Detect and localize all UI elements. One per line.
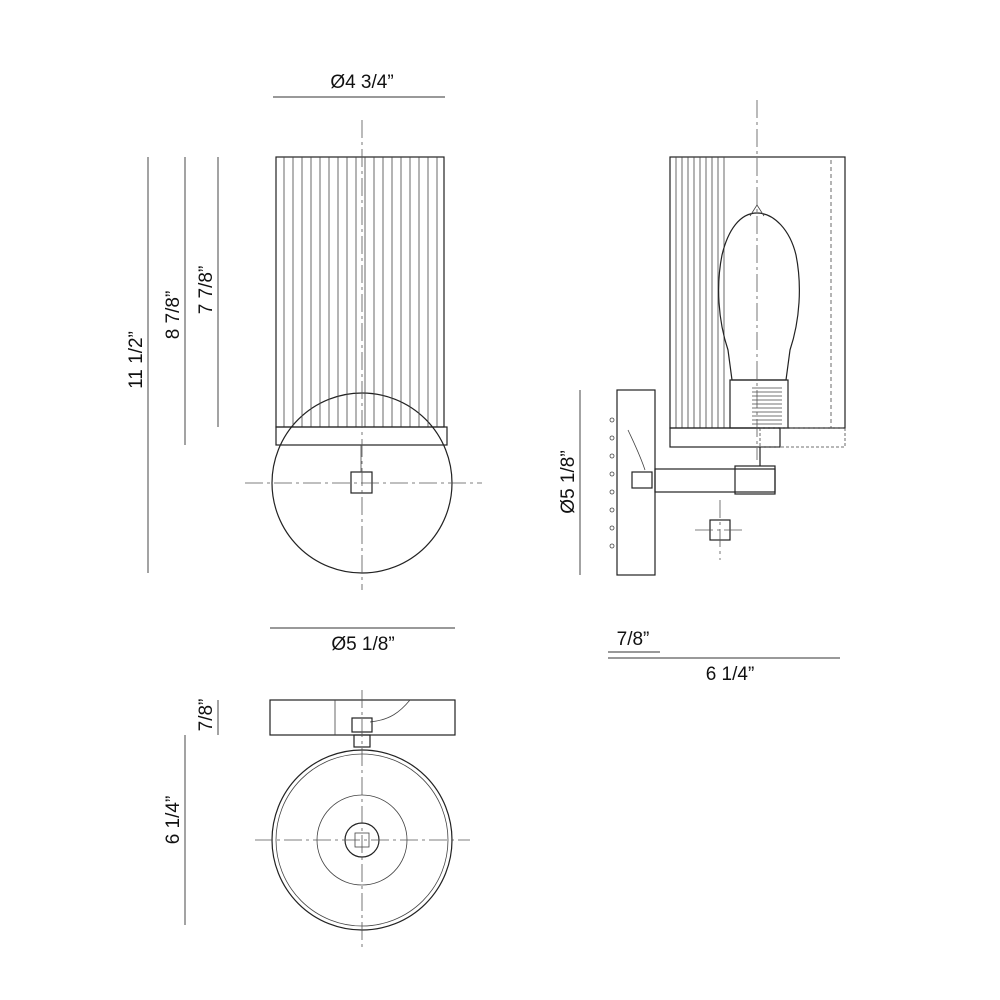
- bulb-icon: [718, 212, 800, 381]
- side-backplate: [616, 389, 656, 576]
- front-shade-ribs: [283, 157, 438, 427]
- band-height-label: 8 7/8”: [163, 291, 184, 340]
- side-arm: [654, 468, 776, 493]
- front-mount-square: [350, 471, 373, 494]
- overall-height-label: 11 1/2”: [126, 331, 147, 389]
- shade-diameter-label: Ø4 3/4”: [330, 72, 393, 93]
- shade-height-label: 7 7/8”: [196, 266, 217, 315]
- side-depth-label: 7/8”: [617, 629, 650, 650]
- bottom-extension-label: 6 1/4”: [163, 796, 184, 845]
- backplate-diameter-label: Ø5 1/8”: [331, 634, 394, 655]
- side-shade: [669, 156, 846, 429]
- side-band: [669, 427, 781, 448]
- bottom-depth-label: 7/8”: [196, 699, 217, 732]
- front-view: Ø4 3/4” 11 1/2” 8 7/8” 7 7/8” Ø5 1/8”: [126, 72, 482, 655]
- extension-label: 6 1/4”: [706, 664, 755, 685]
- side-view: Ø5 1/8” 7/8” 6 1/4”: [558, 100, 846, 685]
- side-shade-ribs: [675, 157, 725, 428]
- side-backplate-diameter-label: Ø5 1/8”: [558, 450, 579, 513]
- bottom-view: 7/8” 6 1/4”: [163, 690, 470, 950]
- front-band: [275, 426, 448, 446]
